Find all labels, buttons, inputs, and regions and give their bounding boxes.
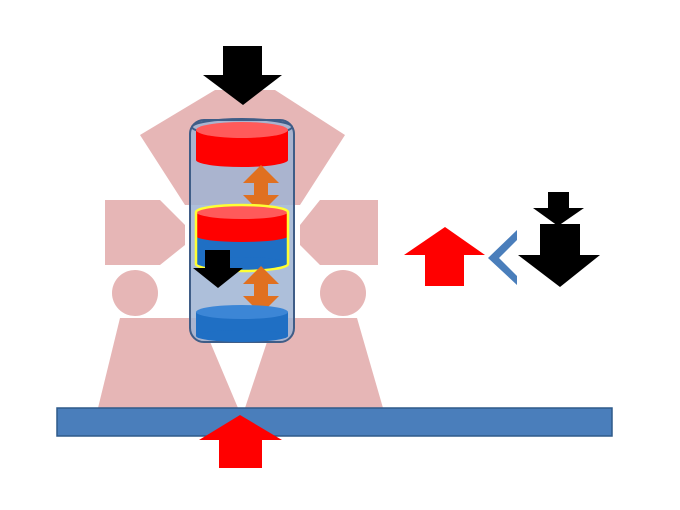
less-than-sign [488,230,517,285]
top-red-magnet [196,122,288,167]
base-plate [56,407,613,437]
comparison-upward-force-arrow [404,227,485,286]
figure-left-arm [105,200,185,265]
comparison-small-downward-arrow [533,192,584,226]
upper-repulsion-arrow [243,165,279,213]
figure-right-hand [320,270,366,316]
top-downward-force-arrow [203,46,282,105]
comparison-large-downward-arrow [518,224,600,287]
weight-force-arrow [193,250,243,288]
figure-right-arm [300,200,378,265]
bottom-blue-magnet [196,305,288,342]
figure-left-hand [112,270,158,316]
bottom-upward-force-arrow [199,415,282,468]
lower-repulsion-arrow [243,266,279,314]
